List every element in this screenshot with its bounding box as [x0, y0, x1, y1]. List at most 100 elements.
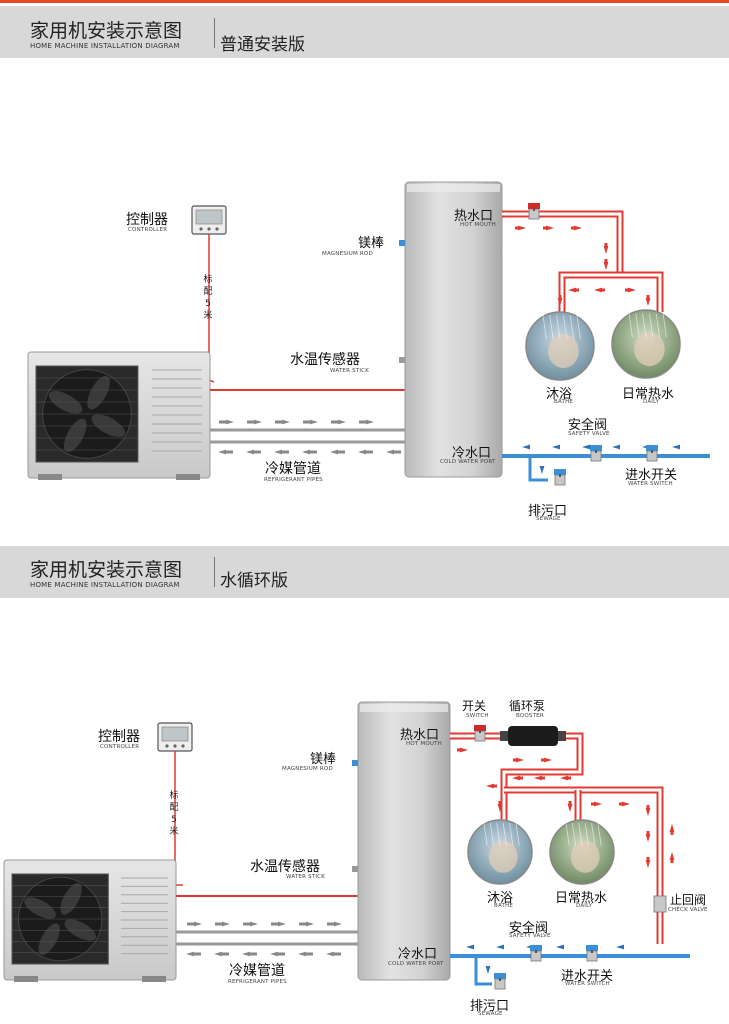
refrigerant-arrow-right — [254, 419, 262, 425]
section-1-header — [0, 6, 729, 58]
refrigerant-arrow-left — [358, 449, 366, 455]
cold-water-inlet-label: 冷水口 — [452, 446, 492, 461]
hot-water-arrow — [645, 808, 651, 816]
booster-pump-label-en: BOOSTER — [516, 713, 544, 719]
refrigerant-arrow-left-body — [392, 450, 401, 454]
refrigerant-arrow-left-body — [276, 952, 285, 956]
diagram-standard-install — [27, 181, 710, 486]
daily-use-photo-water-stream — [628, 313, 633, 338]
hot-water-arrow — [486, 783, 494, 789]
cold-water-arrow — [582, 444, 590, 450]
hot-water-arrow — [603, 246, 609, 254]
refrigerant-arrow-right — [306, 921, 314, 927]
daily-hot-water-label-2: 日常热水 — [555, 891, 608, 906]
magnesium-rod-marker — [352, 760, 358, 766]
safety-valve-label-2-en: SAFETY VALVE — [509, 933, 551, 939]
hot-water-arrow — [645, 860, 651, 868]
cold-water-arrow — [496, 944, 504, 950]
hot-water-outlet-label-2: 热水口 — [400, 728, 440, 743]
hot-water-arrow — [567, 804, 573, 812]
outdoor-unit-fan-blade — [91, 414, 126, 438]
refrigerant-arrow-right-body — [303, 420, 312, 424]
controller-icon-screen — [195, 209, 223, 225]
refrigerant-arrow-right — [334, 921, 342, 927]
bath-label-2-en: BATHE — [494, 903, 514, 909]
refrigerant-arrow-right-body — [331, 420, 340, 424]
cold-water-inlet-label-2-en: COLD WATER PORT — [388, 961, 444, 967]
sewage-valve-handle — [494, 973, 506, 979]
bath-label: 沐浴 — [546, 387, 573, 402]
bathing-photo-water-stream — [483, 823, 488, 846]
hot-water-arrow — [574, 225, 582, 231]
daily-use-photo-subject — [634, 332, 665, 367]
section-2-header — [0, 546, 729, 598]
refrigerant-arrow-left — [386, 449, 394, 455]
daily-use-photo-water-stream — [591, 823, 596, 846]
refrigerant-arrow-right-body — [359, 420, 368, 424]
inlet-switch-label-2-en: WATER SWITCH — [565, 981, 610, 987]
refrigerant-arrow-left-body — [364, 450, 373, 454]
inlet-switch-label: 进水开关 — [625, 468, 678, 483]
refrigerant-pipes-label-2: 冷媒管道 — [229, 963, 285, 979]
refrigerant-arrow-left — [242, 951, 250, 957]
refrigerant-arrow-left-body — [280, 450, 289, 454]
refrigerant-arrow-left-body — [304, 952, 313, 956]
water-sensor-plug — [399, 357, 406, 363]
cable-length-char: 米 — [169, 827, 179, 837]
cable-length-char: 配 — [169, 803, 179, 813]
cable-length-char: 标 — [169, 791, 179, 801]
safety-valve-stem — [595, 450, 597, 453]
bathing-photo-water-stream — [576, 315, 581, 340]
refrigerant-arrow-left — [302, 449, 310, 455]
cold-water-inlet-label-en: COLD WATER PORT — [440, 459, 496, 465]
refrigerant-arrow-left — [246, 449, 254, 455]
magnesium-rod-marker — [399, 240, 405, 246]
hot-water-arrow — [603, 262, 609, 270]
refrigerant-arrow-right — [282, 419, 290, 425]
hot-water-return-loop-core — [504, 788, 662, 944]
daily-use-photo-water-stream — [662, 313, 667, 338]
diagram-circulation-install — [3, 701, 690, 990]
daily-use-photo-water-stream — [572, 823, 576, 846]
booster-pump-inlet — [500, 731, 508, 741]
magnesium-rod-label-en: MAGNESIUM ROD — [322, 251, 373, 257]
water-sensor-label: 水温传感器 — [290, 352, 360, 368]
cable-length-char: 米 — [203, 311, 213, 321]
bathing-photo-water-stream — [509, 823, 514, 846]
daily-use-photo-water-stream — [642, 313, 647, 338]
hot-water-arrow — [512, 775, 520, 781]
refrigerant-arrow-left — [214, 951, 222, 957]
controller-icon-btn — [165, 744, 169, 748]
outdoor-unit-fan-blade — [87, 375, 110, 410]
hot-water-arrow — [460, 747, 468, 753]
bathing-photo-water-stream — [515, 823, 520, 846]
daily-use-photo-subject — [570, 840, 600, 873]
hot-water-arrow — [622, 801, 630, 807]
sewage-valve-handle — [554, 469, 566, 475]
hot-water-pipe-main-core — [450, 734, 582, 822]
daily-use-photo-water-stream — [584, 823, 589, 846]
inlet-switch-valve-stem — [591, 950, 593, 953]
bath-label-2: 沐浴 — [487, 891, 514, 906]
refrigerant-pipes-label: 冷媒管道 — [265, 461, 321, 477]
daily-hot-water-label-en: DAILY — [643, 399, 660, 405]
cable-length-char: 5 — [171, 815, 177, 825]
refrigerant-arrow-left-body — [336, 450, 345, 454]
refrigerant-arrow-left — [218, 449, 226, 455]
inlet-switch-label-en: WATER SWITCH — [628, 481, 673, 487]
check-valve-label: 止回阀 — [670, 893, 707, 907]
daily-hot-water-label: 日常热水 — [622, 387, 675, 402]
inlet-switch-valve-handle — [586, 945, 598, 951]
safety-valve-label-en: SAFETY VALVE — [568, 431, 610, 437]
switch-valve-handle — [474, 725, 486, 731]
section-2-subtitle: HOME MACHINE INSTALLATION DIAGRAM — [30, 581, 180, 589]
booster-pump-outlet — [558, 731, 566, 741]
outdoor-unit-foot — [176, 474, 200, 480]
booster-pump — [508, 726, 558, 746]
refrigerant-arrow-left — [274, 449, 282, 455]
outdoor-unit-fan-blade — [63, 418, 87, 453]
water-tank — [357, 701, 451, 981]
cable-length-char: 5 — [205, 299, 211, 309]
hot-water-arrow — [518, 225, 526, 231]
